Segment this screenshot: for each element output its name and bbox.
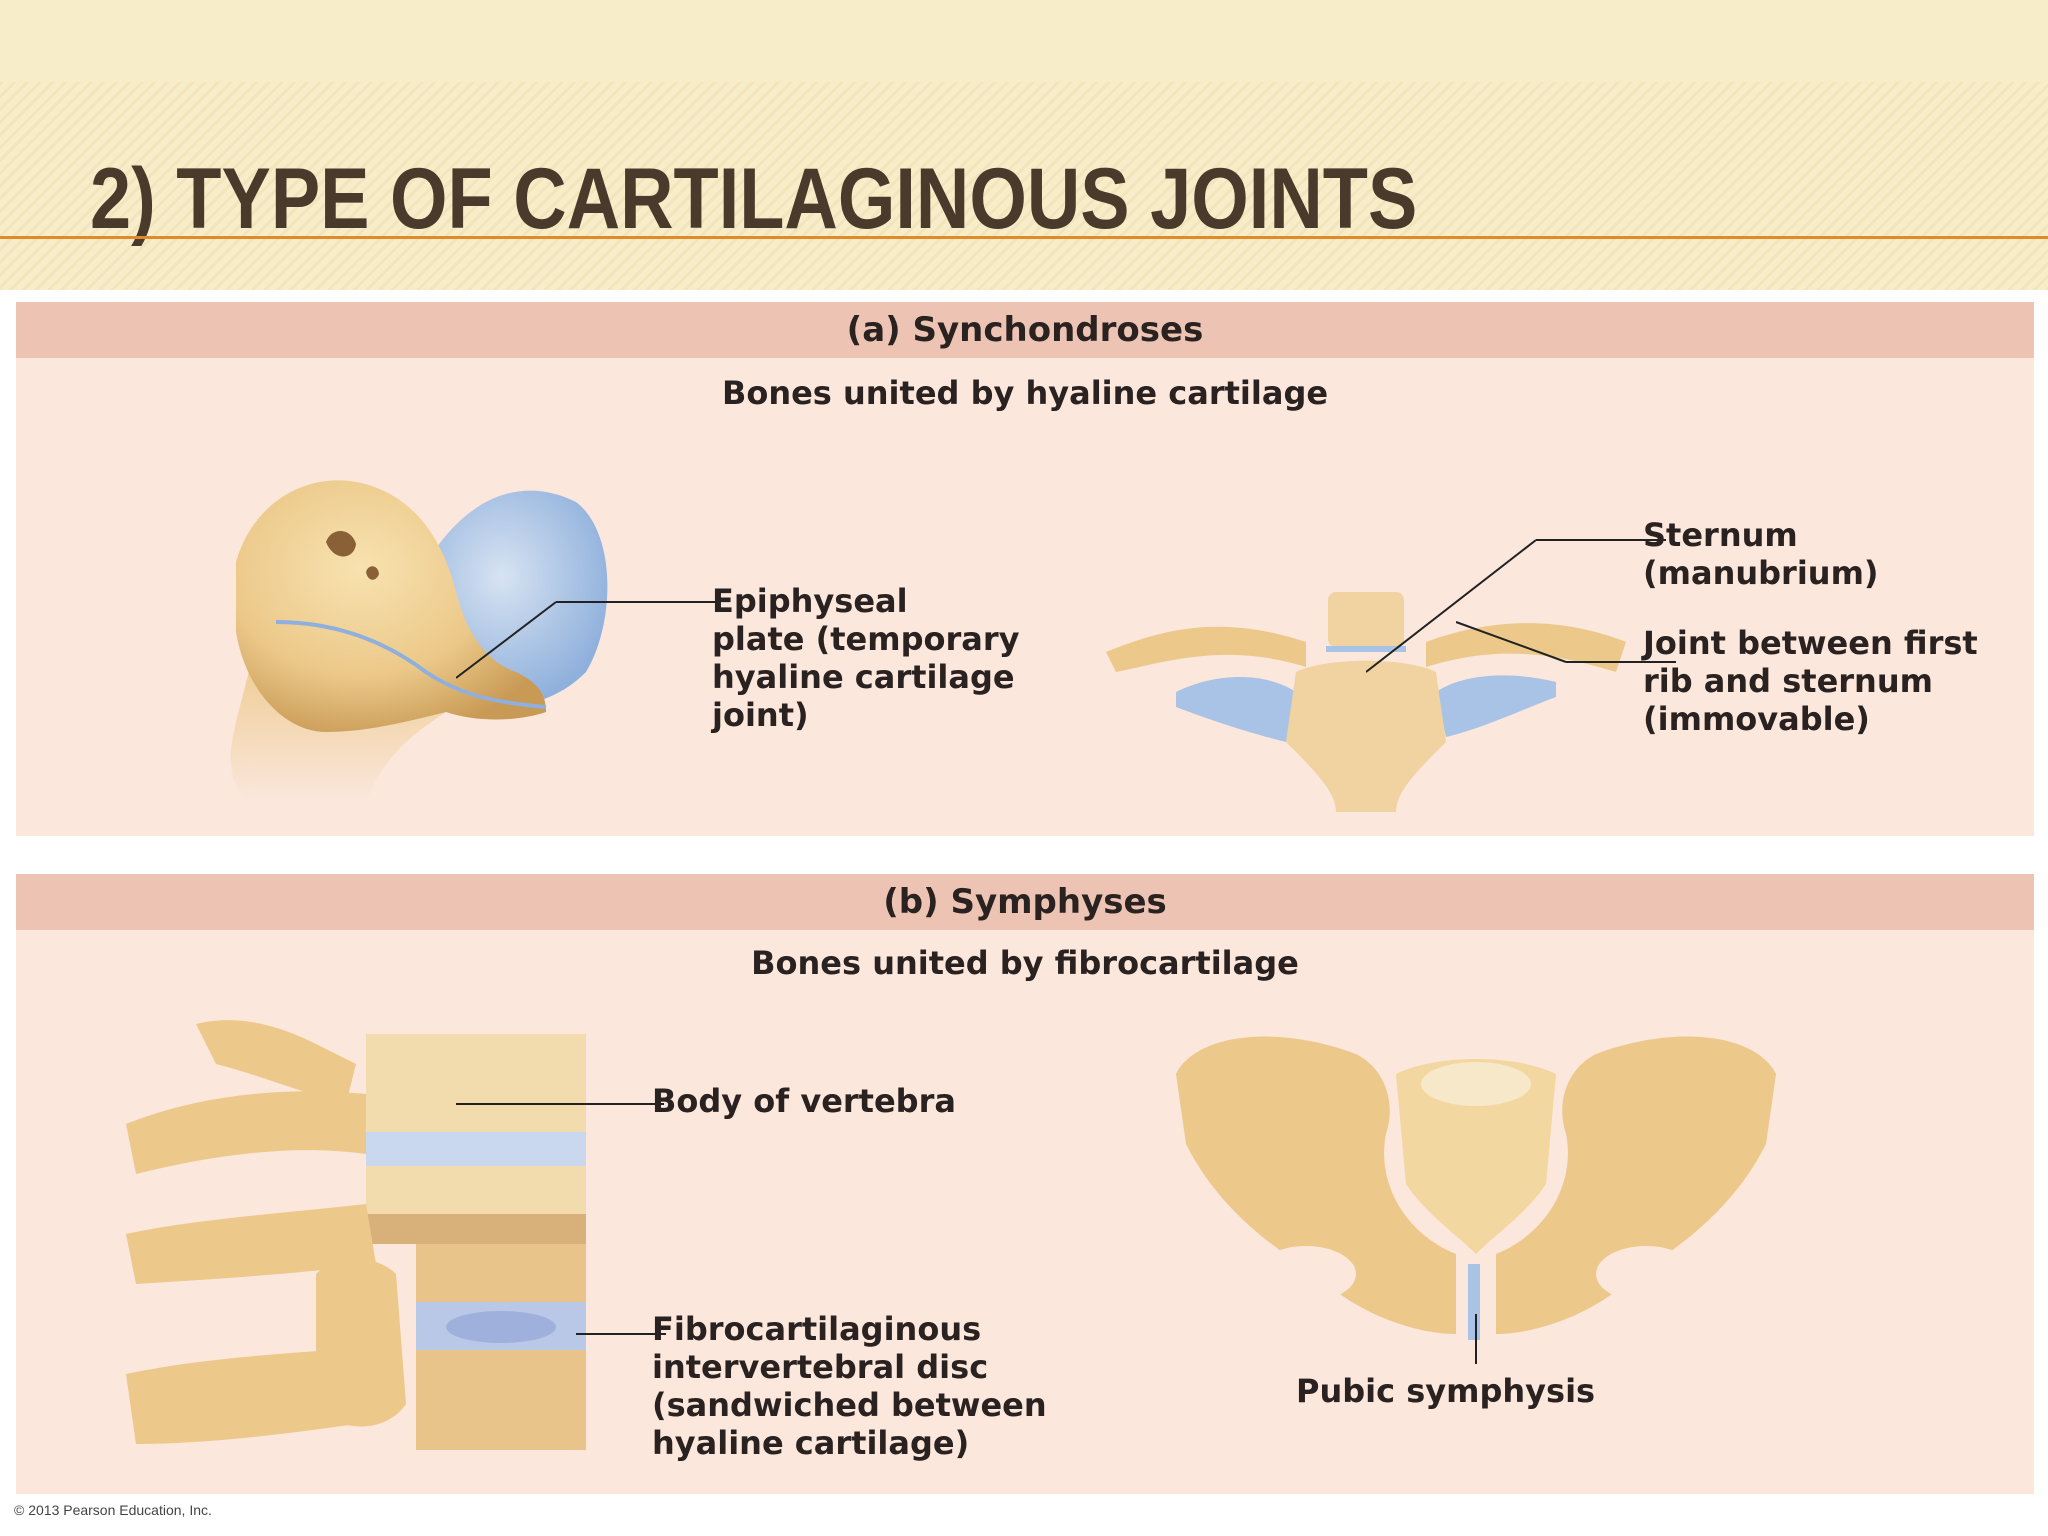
disc-leader-line	[576, 1333, 666, 1335]
copyright-notice: © 2013 Pearson Education, Inc.	[14, 1502, 212, 1518]
panel-a-subheading: Bones united by hyaline cartilage	[721, 374, 1329, 412]
panel-a-heading: (a) Synchondroses	[16, 302, 2034, 358]
header-hatch-pattern	[0, 82, 2048, 290]
pelvis-illustration	[1176, 1036, 1776, 1340]
pubic-leader-line	[1475, 1314, 1477, 1364]
vertebra-body-leader-line	[456, 1103, 664, 1105]
panel-b-subheading: Bones united by fibrocartilage	[751, 944, 1299, 982]
label-body-of-vertebra: Body of vertebra	[652, 1082, 956, 1120]
epiphyseal-leader-line	[456, 601, 718, 679]
label-sternum: Sternum (manubrium)	[1643, 516, 1879, 592]
rib-joint-leader-line	[1456, 621, 1676, 663]
humerus-head-illustration	[230, 480, 608, 802]
vertebrae-illustration	[126, 1020, 586, 1450]
label-epiphyseal-plate: Epiphyseal plate (temporary hyaline cart…	[712, 582, 1020, 734]
label-intervertebral-disc: Fibrocartilaginous intervertebral disc (…	[652, 1310, 1047, 1462]
panel-synchondroses: (a) Synchondroses Bones united by hyalin…	[16, 302, 2034, 836]
sternum-leader-line	[1366, 539, 1666, 673]
label-pubic-symphysis: Pubic symphysis	[1296, 1372, 1596, 1410]
title-underline	[0, 236, 2048, 239]
label-rib-sternum-joint: Joint between first rib and sternum (imm…	[1643, 624, 1978, 738]
panel-b-heading: (b) Symphyses	[16, 874, 2034, 930]
slide-title: 2) TYPE OF CARTILAGINOUS JOINTS	[90, 151, 1418, 247]
panel-symphyses: (b) Symphyses Bones united by fibrocarti…	[16, 874, 2034, 1494]
slide-header: 2) TYPE OF CARTILAGINOUS JOINTS	[0, 0, 2048, 290]
